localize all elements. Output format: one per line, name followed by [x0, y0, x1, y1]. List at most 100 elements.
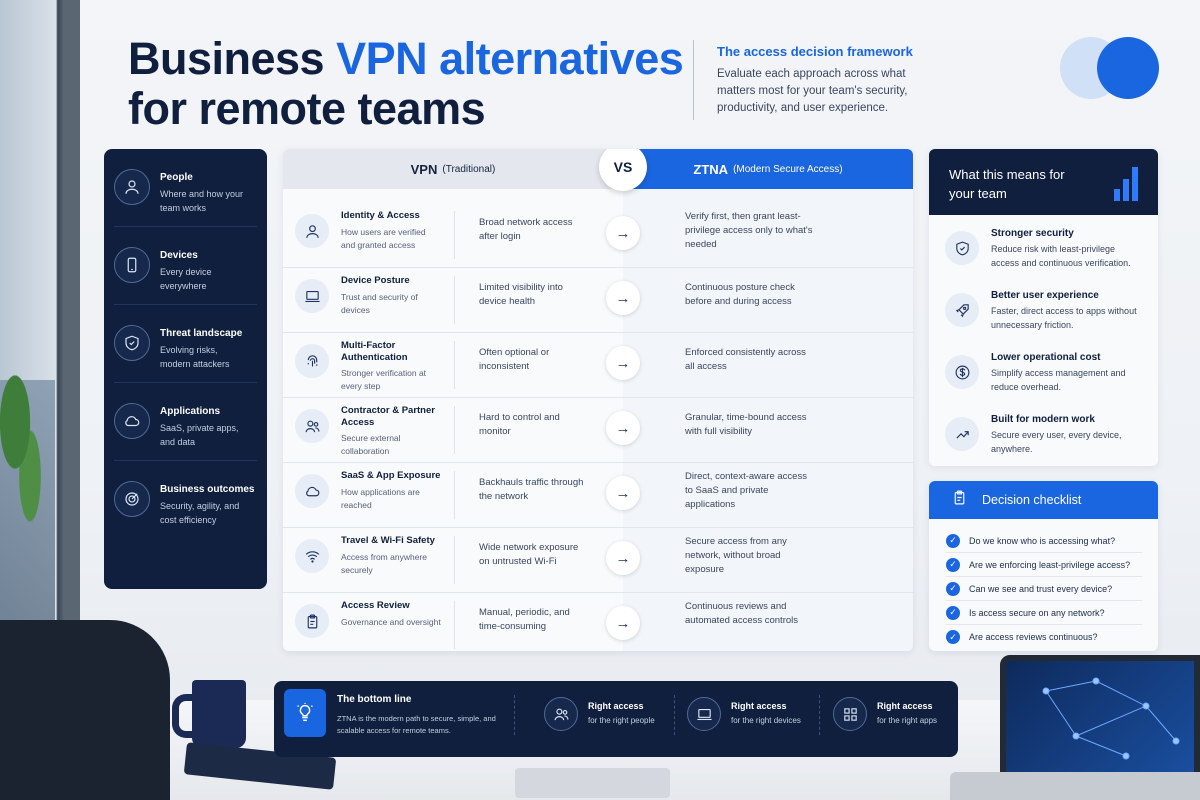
bottom-line-desc: ZTNA is the modern path to secure, simpl… [337, 714, 496, 735]
row-desc: Secure external collaboration [341, 433, 401, 456]
row-vpn-value: Hard to control and monitor [479, 412, 560, 437]
row-title: Identity & Access [341, 210, 420, 221]
row-desc: Governance and oversight [341, 617, 441, 627]
table-row: Identity & Access How users are verified… [283, 203, 913, 268]
checklist-item: ✓Can we see and trust every device? [946, 577, 1142, 601]
cloud-icon [295, 474, 329, 508]
users-icon [544, 697, 578, 731]
arrow-right-icon: → [606, 476, 640, 510]
benefit-desc: Secure every user, every device, anywher… [991, 430, 1122, 454]
left-item-title: People [160, 172, 193, 183]
cloud-icon [114, 403, 150, 439]
checklist-text: Are we enforcing least-privilege access? [969, 559, 1131, 570]
table-row: Multi-Factor Authentication Stronger ver… [283, 333, 913, 398]
checklist-item: ✓Do we know who is accessing what? [946, 529, 1142, 553]
tile-desc: for the right devices [731, 716, 801, 725]
team-benefits-title: What this means for your team [949, 167, 1065, 201]
framework-title: The access decision framework [717, 44, 913, 59]
row-title: Access Review [341, 600, 410, 611]
checklist-title: Decision checklist [982, 493, 1082, 507]
left-item-title: Business outcomes [160, 484, 255, 495]
trend-up-icon [945, 417, 979, 451]
vpn-column-header: VPN (Traditional) [283, 149, 623, 189]
left-item-desc: SaaS, private apps, and data [160, 423, 239, 447]
row-divider [454, 341, 455, 389]
tile-desc: for the right people [588, 716, 655, 725]
checklist-item: ✓Is access secure on any network? [946, 601, 1142, 625]
row-desc: Trust and security of devices [341, 292, 418, 315]
benefit-desc: Faster, direct access to apps without un… [991, 306, 1137, 330]
row-ztna-value: Continuous posture check before and duri… [685, 282, 795, 307]
left-item-title: Devices [160, 250, 198, 261]
row-ztna-value: Verify first, then grant least-privilege… [685, 211, 813, 250]
row-title: Device Posture [341, 275, 410, 286]
check-icon: ✓ [946, 581, 960, 596]
row-vpn-value: Backhauls traffic through the network [479, 477, 584, 502]
row-desc: How users are verified and granted acces… [341, 227, 426, 250]
left-item-desc: Where and how your team works [160, 189, 244, 213]
network-graphic [1042, 677, 1180, 760]
laptop-icon [687, 697, 721, 731]
checklist-text: Are access reviews continuous? [969, 632, 1098, 642]
plant-decoration [0, 350, 50, 530]
clipboard-icon [295, 604, 329, 638]
rocket-icon [945, 293, 979, 327]
shield-check-icon [945, 231, 979, 265]
office-chair [0, 620, 170, 800]
checklist-header: Decision checklist [929, 481, 1158, 519]
users-icon [295, 409, 329, 443]
benefit-title: Built for modern work [991, 414, 1095, 425]
benefit-desc: Reduce risk with least-privilege access … [991, 244, 1131, 268]
coffee-mug [172, 680, 246, 748]
benefit-title: Lower operational cost [991, 352, 1101, 363]
arrow-right-icon: → [606, 216, 640, 250]
ztna-column-bg [623, 189, 913, 651]
banner-divider [514, 695, 515, 735]
laptop-base [950, 772, 1200, 800]
team-benefits-header: What this means for your team [929, 149, 1158, 215]
user-icon [295, 214, 329, 248]
row-ztna-value: Continuous reviews and automated access … [685, 601, 799, 626]
shield-icon [114, 325, 150, 361]
vs-badge: VS [599, 149, 647, 191]
check-icon: ✓ [946, 605, 960, 620]
checklist-items: ✓Do we know who is accessing what? ✓Are … [929, 519, 1158, 649]
left-item-title: Applications [160, 406, 221, 417]
tile-title: Right access [588, 701, 644, 711]
comparison-table: VPN (Traditional) ZTNA (Modern Secure Ac… [283, 149, 913, 651]
row-title: Multi-Factor Authentication [341, 340, 408, 363]
row-divider [454, 471, 455, 519]
bottom-line-title: The bottom line [337, 694, 412, 705]
checklist-item: ✓ Are we enforcing least-privilege access… [946, 553, 1142, 577]
bar-chart-icon [1114, 167, 1138, 201]
table-row: Travel & Wi-Fi Safety Access from anywhe… [283, 528, 913, 593]
row-vpn-value: Limited visibility into device health [479, 282, 563, 307]
check-icon: ✓ [946, 533, 960, 548]
row-ztna-value: Direct, context-aware access to SaaS and… [685, 471, 807, 510]
table-row: Contractor & Partner Access Secure exter… [283, 398, 913, 463]
left-item-desc: Every device everywhere [160, 267, 212, 291]
checklist-item: ✓Are access reviews continuous? [946, 625, 1142, 649]
row-desc: Access from anywhere securely [341, 552, 427, 575]
banner-divider [674, 695, 675, 735]
tile-title: Right access [731, 701, 787, 711]
tile-desc: for the right apps [877, 716, 938, 725]
row-divider [454, 276, 455, 324]
arrow-right-icon: → [606, 411, 640, 445]
row-divider [454, 536, 455, 584]
benefit-title: Better user experience [991, 290, 1099, 301]
target-icon [114, 481, 150, 517]
row-vpn-value: Broad network access after login [479, 217, 573, 242]
lightbulb-icon [284, 689, 326, 737]
arrow-right-icon: → [606, 346, 640, 380]
row-title: Contractor & Partner Access [341, 405, 435, 428]
check-icon: ✓ [946, 557, 960, 572]
right-access-people: Right access for the right people [544, 697, 655, 731]
ztna-column-header: ZTNA (Modern Secure Access) [623, 149, 913, 189]
